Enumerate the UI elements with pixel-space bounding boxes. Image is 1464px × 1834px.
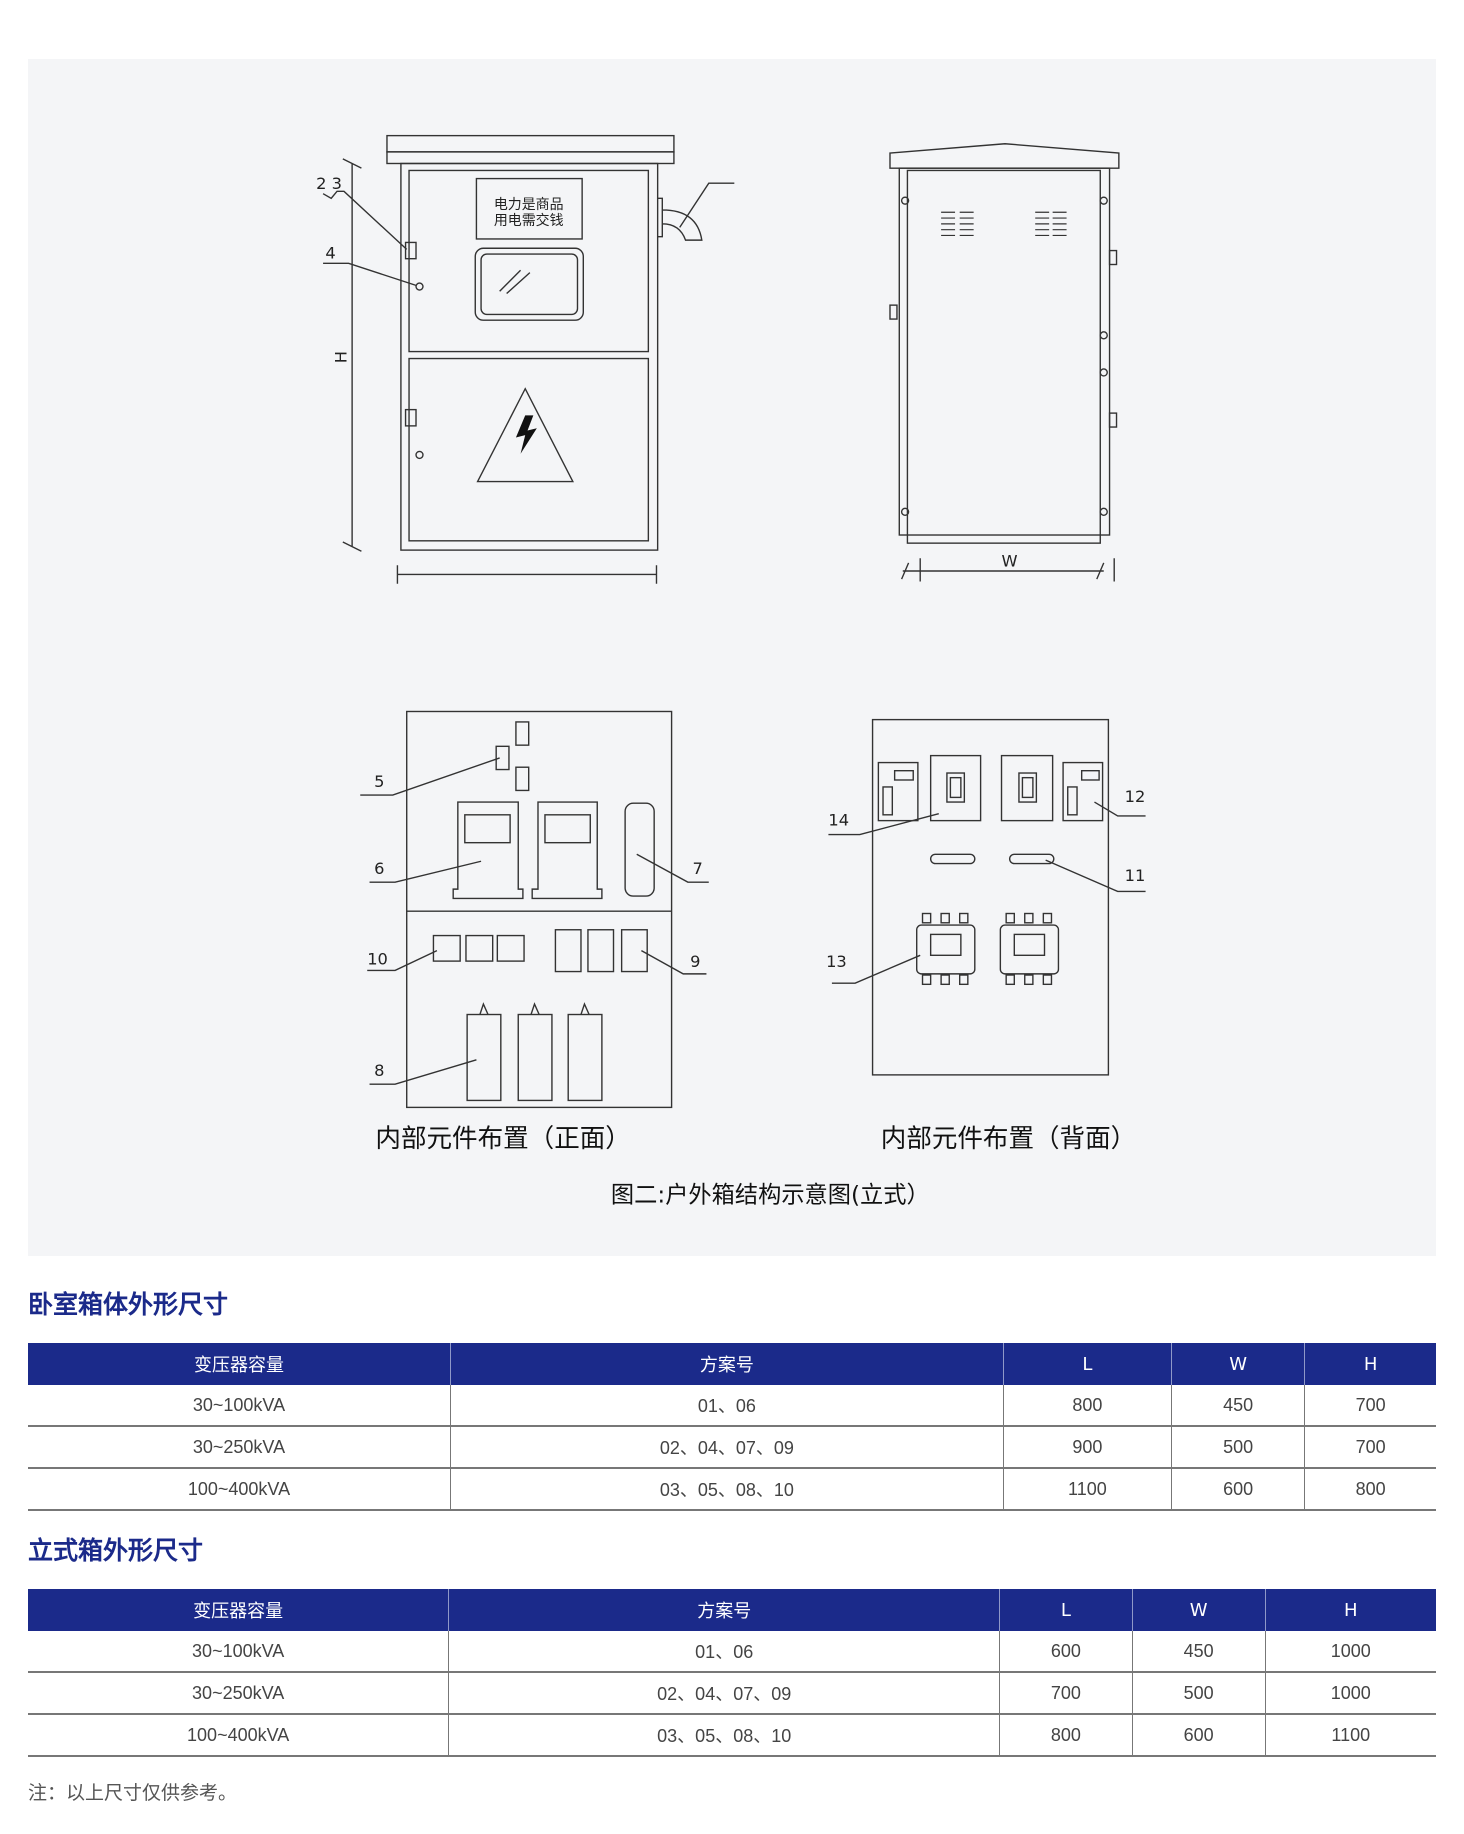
back-view: W: [889, 143, 1120, 582]
callout-13: 13: [826, 952, 847, 971]
footnote: 注：以上尺寸仅供参考。: [28, 1782, 238, 1804]
cell: 800: [999, 1714, 1133, 1757]
header-l: L: [1002, 1343, 1172, 1385]
cell: 450: [1131, 1631, 1266, 1673]
sign-text-line1: 电力是商品: [494, 197, 564, 213]
cell: 1100: [1264, 1714, 1436, 1757]
section-title-bedroom-box: 卧室箱体外形尺寸: [28, 1290, 229, 1319]
cell: 700: [999, 1672, 1133, 1715]
callout-11: 11: [1125, 866, 1146, 885]
callout-12: 12: [1125, 787, 1146, 806]
high-voltage-warning-icon: [476, 387, 574, 483]
cell: 1000: [1264, 1672, 1436, 1715]
structure-diagram: 电力是商品 用电需交钱 H 2 3 4: [316, 134, 1146, 1209]
cell: 800: [1304, 1468, 1436, 1511]
dimension-w-label: W: [1002, 551, 1018, 570]
table-header-row: 变压器容量 方案号 L W H: [28, 1589, 1436, 1631]
callout-10: 10: [367, 950, 388, 969]
callout-9: 9: [690, 952, 700, 971]
cell: 30~250kVA: [28, 1672, 449, 1715]
internal-back-layout: 14 12 11 13 内部元件布置（背面）: [826, 718, 1146, 1154]
cell: 1100: [1002, 1468, 1172, 1511]
callout-2-3: 2 3: [316, 174, 342, 193]
header-l: L: [999, 1589, 1133, 1631]
cell: 700: [1304, 1426, 1436, 1469]
cell: 800: [1002, 1385, 1172, 1427]
cell: 100~400kVA: [28, 1468, 451, 1511]
callout-7: 7: [693, 859, 703, 878]
cell: 450: [1170, 1385, 1305, 1427]
cell: 02、04、07、09: [449, 1426, 1004, 1469]
cell: 30~100kVA: [28, 1385, 451, 1427]
callout-5: 5: [374, 772, 384, 791]
cell: 600: [1131, 1714, 1266, 1757]
cell: 600: [999, 1631, 1133, 1673]
cell: 30~250kVA: [28, 1426, 451, 1469]
callout-14: 14: [828, 810, 849, 829]
callout-8: 8: [374, 1061, 384, 1080]
cell: 1000: [1264, 1631, 1436, 1673]
cell: 700: [1304, 1385, 1436, 1427]
caption-back: 内部元件布置（背面）: [881, 1124, 1136, 1154]
lightning-icon: [515, 415, 537, 454]
cell: 03、05、08、10: [449, 1468, 1004, 1511]
sign-text-line2: 用电需交钱: [494, 212, 564, 229]
cell: 01、06: [449, 1385, 1004, 1427]
cell: 500: [1131, 1672, 1266, 1715]
header-scheme: 方案号: [449, 1343, 1004, 1385]
structure-diagram-panel: 电力是商品 用电需交钱 H 2 3 4: [28, 59, 1436, 1256]
section-title-standing-box: 立式箱外形尺寸: [28, 1536, 204, 1565]
header-capacity: 变压器容量: [28, 1343, 451, 1385]
figure-caption: 图二:户外箱结构示意图(立式）: [611, 1182, 930, 1209]
dimension-h-label: H: [331, 351, 350, 363]
callout-6: 6: [374, 859, 384, 878]
callout-4: 4: [325, 244, 335, 263]
cell: 600: [1170, 1468, 1305, 1511]
cell: 03、05、08、10: [448, 1714, 1000, 1757]
table-header-row: 变压器容量 方案号 L W H: [28, 1343, 1436, 1385]
header-w: W: [1170, 1343, 1305, 1385]
cell: 500: [1170, 1426, 1305, 1469]
header-w: W: [1131, 1589, 1266, 1631]
internal-front-layout: 5 6 7 10 9 8 内部元件布置（正面）: [360, 710, 709, 1154]
header-h: H: [1264, 1589, 1436, 1631]
front-view: 电力是商品 用电需交钱 H 2 3 4: [316, 134, 735, 584]
caption-front: 内部元件布置（正面）: [375, 1124, 630, 1154]
header-scheme: 方案号: [448, 1589, 1000, 1631]
cell: 02、04、07、09: [448, 1672, 1000, 1715]
header-h: H: [1304, 1343, 1436, 1385]
cell: 100~400kVA: [28, 1714, 449, 1757]
cell: 900: [1002, 1426, 1172, 1469]
cell: 01、06: [448, 1631, 1000, 1673]
header-capacity: 变压器容量: [28, 1589, 449, 1631]
cell: 30~100kVA: [28, 1631, 449, 1673]
